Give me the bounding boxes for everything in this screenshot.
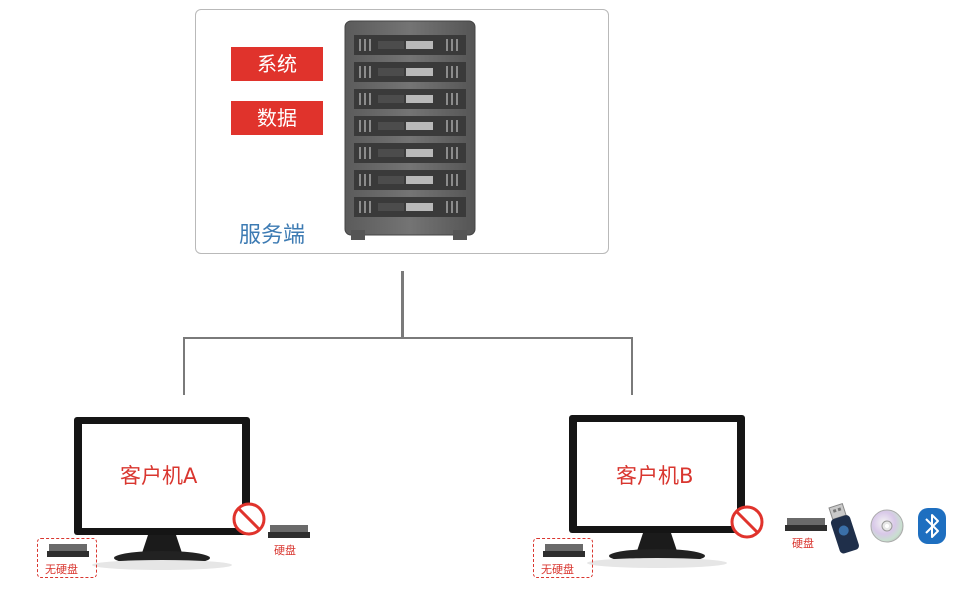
hard-drive-icon [47,544,89,557]
client-a-monitor [74,417,250,570]
connector-right-drop [631,337,633,395]
usb-drive-icon [828,502,859,554]
client-b-label: 客户机B [616,464,694,488]
connector-left-drop [183,337,185,395]
server-label: 服务端 [239,223,306,248]
client-b-no-disk-label: 无硬盘 [541,563,574,576]
connector-bus [183,337,633,339]
client-b-monitor [569,415,745,568]
connector-trunk [401,271,404,337]
bluetooth-icon [918,508,946,544]
client-a-disk-label: 硬盘 [274,544,296,557]
hard-drive-icon [268,525,310,538]
client-b-no-disk-box [533,538,593,578]
hard-drive-icon [543,544,585,557]
cd-disc-icon [870,509,904,543]
system-tag: 系统 [231,47,323,81]
hard-drive-icon [785,518,827,531]
client-b-disk-label: 硬盘 [792,537,814,550]
server-rack-icon [344,20,476,240]
prohibited-icon [730,505,764,539]
prohibited-icon [232,502,266,536]
data-tag: 数据 [231,101,323,135]
client-a-label: 客户机A [120,464,198,488]
client-a-no-disk-label: 无硬盘 [45,563,78,576]
client-a-no-disk-box [37,538,97,578]
